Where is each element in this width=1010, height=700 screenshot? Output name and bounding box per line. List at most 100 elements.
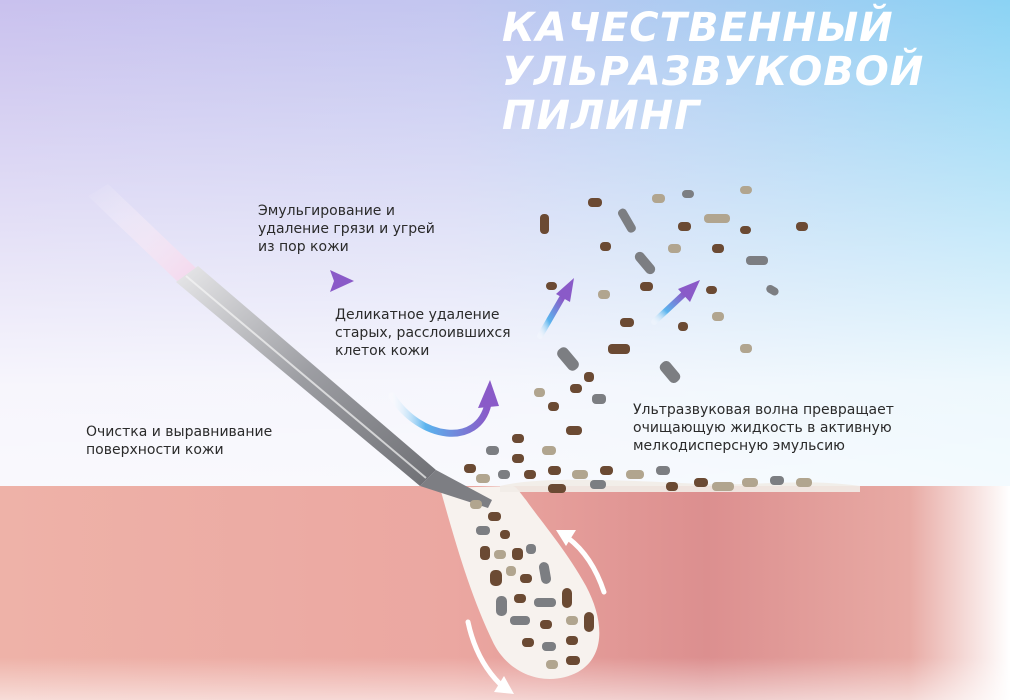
label-line: Ультразвуковая волна превращает (633, 402, 894, 418)
arrow-icon (651, 280, 700, 325)
particle-icon (796, 222, 808, 231)
title-line: КАЧЕСТВЕННЫЙ (502, 5, 894, 51)
particle-icon (620, 318, 634, 327)
particle-icon (480, 546, 490, 560)
particle-icon (476, 526, 490, 535)
skin-surface-residue (500, 479, 860, 492)
particle-icon (510, 616, 530, 625)
particle-icon (656, 466, 670, 475)
arrow-icon (556, 530, 607, 595)
debris-particles (464, 186, 812, 669)
particle-icon (562, 588, 572, 608)
particle-icon (704, 214, 730, 223)
particle-icon (498, 470, 510, 479)
particle-icon (500, 530, 510, 539)
particle-icon (570, 384, 582, 393)
particle-icon (668, 244, 681, 253)
particle-icon (490, 570, 502, 586)
particle-icon (742, 478, 758, 487)
particle-icon (590, 480, 606, 489)
particle-icon (514, 594, 526, 603)
particle-icon (666, 482, 678, 491)
particle-icon (600, 466, 613, 475)
particle-icon (534, 388, 545, 397)
title-line: УЛЬРАЗВУКОВОЙ (502, 49, 925, 95)
particle-icon (548, 402, 559, 411)
particle-icon (548, 484, 566, 493)
page-title: КАЧЕСТВЕННЫЙ УЛЬРАЗВУКОВОЙ ПИЛИНГ (502, 5, 925, 139)
particle-icon (546, 660, 558, 669)
particle-icon (488, 512, 501, 521)
label-line: из пор кожи (258, 239, 349, 255)
particle-icon (678, 222, 691, 231)
particle-icon (522, 638, 534, 647)
arrow-icon (537, 278, 574, 339)
particle-icon (476, 474, 490, 483)
particle-icon (572, 470, 588, 479)
particle-icon (566, 426, 582, 435)
delicate-removal-label: Деликатное удаление старых, расслоившихс… (335, 306, 511, 360)
particle-icon (640, 282, 653, 291)
ultrasonic-wave-label: Ультразвуковая волна превращает очищающу… (633, 401, 894, 455)
particle-icon (682, 190, 694, 198)
particle-icon (566, 656, 580, 665)
particle-icon (659, 360, 681, 384)
title-line: ПИЛИНГ (502, 93, 701, 139)
particle-icon (557, 347, 579, 371)
particle-icon (520, 574, 532, 583)
particle-icon (512, 548, 523, 560)
particle-icon (712, 482, 734, 491)
particle-icon (770, 476, 784, 485)
particle-icon (538, 562, 552, 584)
label-line: поверхности кожи (86, 442, 224, 458)
particle-icon (600, 242, 611, 251)
particle-icon (546, 282, 557, 290)
particle-icon (740, 186, 752, 194)
label-line: Деликатное удаление (335, 307, 500, 323)
particle-icon (540, 214, 549, 234)
particle-icon (712, 312, 724, 321)
label-line: старых, расслоившихся (335, 325, 511, 341)
particle-icon (694, 478, 708, 487)
particle-icon (592, 394, 606, 404)
ultrasonic-spatula-icon (88, 184, 492, 508)
particle-icon (524, 470, 536, 479)
particle-icon (740, 344, 752, 353)
particle-icon (652, 194, 665, 203)
particle-icon (566, 616, 578, 625)
arrow-icon (259, 270, 354, 292)
particle-icon (588, 198, 602, 207)
emulsify-label: Эмульгирование и удаление грязи и угрей … (258, 202, 435, 256)
particle-icon (486, 446, 499, 455)
label-line: мелкодисперсную эмульсию (633, 438, 845, 454)
arrow-icon (465, 619, 514, 694)
particle-icon (796, 478, 812, 487)
particle-icon (464, 464, 476, 473)
particle-icon (494, 550, 506, 559)
particle-icon (608, 344, 630, 354)
label-line: очищающую жидкость в активную (633, 420, 892, 436)
particle-icon (712, 244, 724, 253)
particle-icon (626, 470, 644, 479)
particle-icon (746, 256, 768, 265)
particle-icon (617, 208, 636, 233)
label-line: клеток кожи (335, 343, 430, 359)
particle-icon (548, 466, 561, 475)
particle-icon (526, 544, 536, 554)
particle-icon (584, 372, 594, 382)
particle-icon (534, 598, 556, 607)
cleaning-label: Очистка и выравнивание поверхности кожи (86, 423, 272, 459)
particle-icon (766, 285, 779, 296)
particle-icon (512, 434, 524, 443)
particle-icon (634, 251, 656, 275)
particle-icon (512, 454, 524, 463)
particle-icon (542, 446, 556, 455)
label-line: Очистка и выравнивание (86, 424, 273, 440)
label-line: удаление грязи и угрей (258, 221, 435, 237)
particle-icon (598, 290, 610, 299)
particle-icon (470, 500, 482, 509)
label-line: Эмульгирование и (258, 203, 395, 219)
particle-icon (506, 566, 516, 576)
